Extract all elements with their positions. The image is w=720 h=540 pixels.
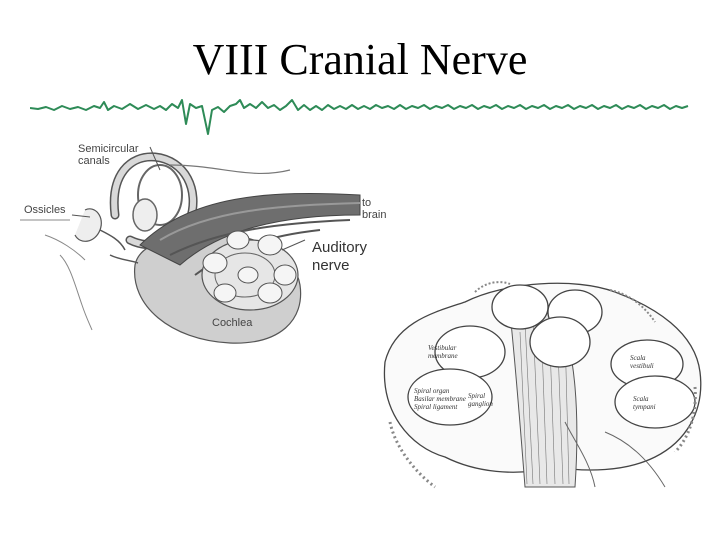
slide-title: VIII Cranial Nerve — [192, 35, 528, 84]
cochlea-cross-section — [383, 281, 702, 489]
label-spiral-ligament: Spiral ligament — [414, 403, 458, 411]
label-scala-tympani-1: Scala — [633, 395, 649, 403]
label-scala-vestibuli-2: vestibuli — [630, 362, 654, 370]
ear-diagram — [20, 146, 361, 344]
label-semicircular: Semicircular — [78, 143, 139, 155]
label-spiral-ganglion-2: ganglion — [468, 400, 493, 408]
label-scala-tympani-2: tympani — [633, 403, 656, 411]
label-spiral-ganglion-1: Spiral — [468, 392, 486, 400]
label-nerve: nerve — [312, 257, 350, 274]
nerve-waveform — [30, 99, 689, 135]
label-spiral-organ: Spiral organ — [414, 387, 450, 395]
label-basilar-membrane: Basilar membrane — [414, 395, 466, 403]
label-canals: canals — [78, 155, 110, 167]
label-to: to — [362, 197, 372, 209]
label-vestibular-membrane-2: membrane — [428, 352, 458, 360]
label-ossicles: Ossicles — [24, 204, 66, 216]
label-vestibular-membrane-1: Vestibular — [428, 344, 457, 352]
label-cochlea: Cochlea — [212, 317, 253, 329]
label-brain: brain — [362, 209, 387, 221]
label-scala-vestibuli-1: Scala — [630, 354, 646, 362]
label-auditory: Auditory — [312, 239, 368, 256]
